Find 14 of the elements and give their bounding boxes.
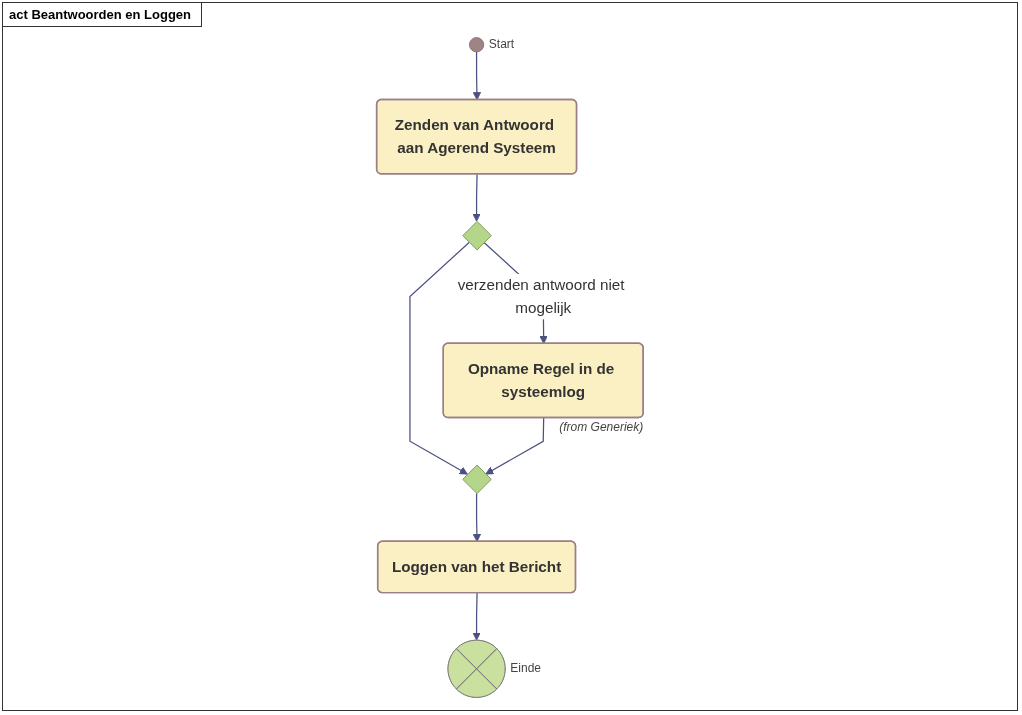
- node-caption: Einde: [510, 660, 541, 675]
- node-diamond: [462, 220, 492, 251]
- arrow: [485, 417, 545, 475]
- node-diamond: [462, 464, 492, 495]
- arrow: [472, 51, 482, 101]
- source-note: (from Generiek): [559, 420, 644, 435]
- arrow: [472, 493, 482, 543]
- arrow: [409, 241, 470, 475]
- node-caption: Start: [488, 36, 515, 51]
- diagram-title: act Beantwoorden en Loggen: [3, 3, 202, 27]
- node-circle: [469, 37, 485, 53]
- arrow: [472, 173, 481, 222]
- edge-label: verzenden antwoord niet mogelijk: [457, 276, 625, 316]
- arrow: [472, 592, 481, 641]
